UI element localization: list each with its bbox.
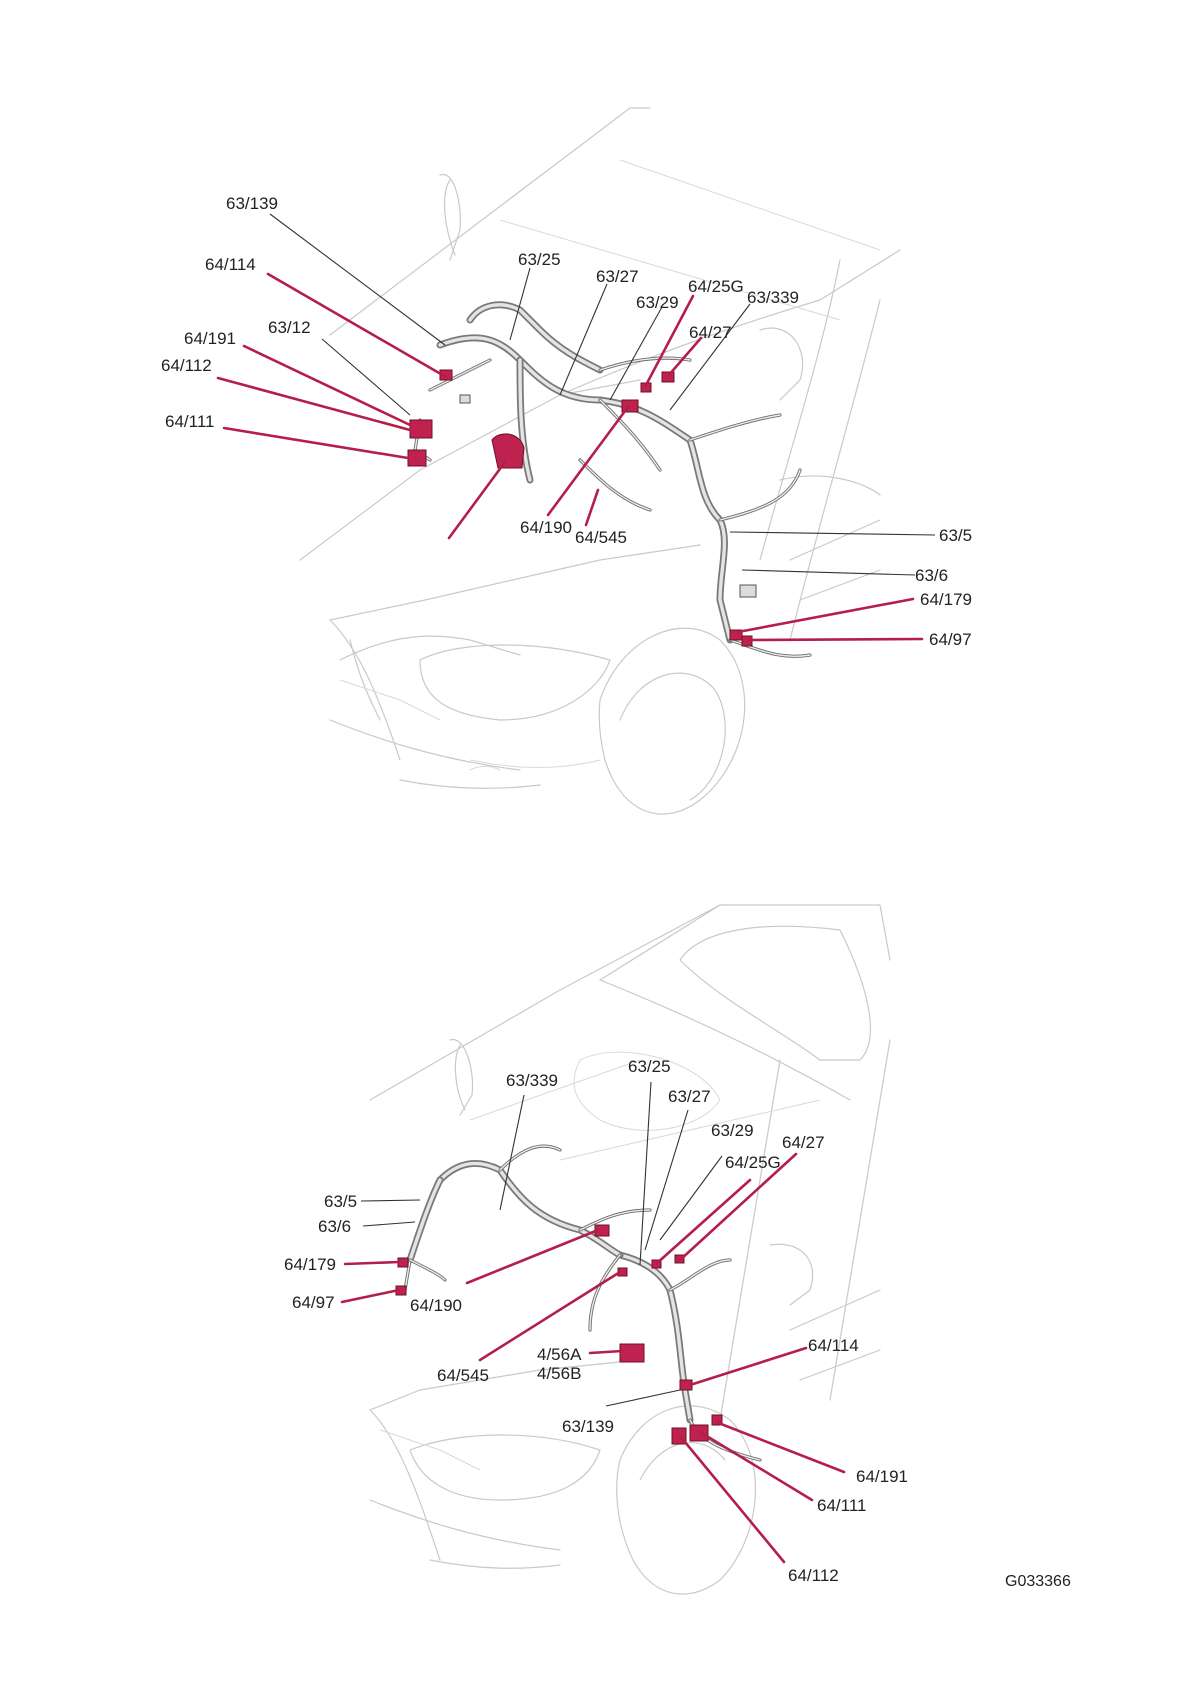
label-64-25g: 64/25G bbox=[688, 277, 744, 296]
label-63-12: 63/12 bbox=[268, 318, 311, 337]
car-body-outline-bottom bbox=[370, 905, 890, 1594]
leaders-top bbox=[218, 214, 935, 640]
connector-64-111-top bbox=[408, 450, 426, 466]
connector-64-111-bottom bbox=[690, 1425, 708, 1441]
label-64-112: 64/112 bbox=[161, 356, 212, 375]
label-64-25g-b: 64/25G bbox=[725, 1153, 781, 1172]
label-63-25: 63/25 bbox=[518, 250, 561, 269]
label-64-27: 64/27 bbox=[689, 323, 732, 342]
connectors-top bbox=[408, 370, 756, 646]
connector-63-12-top bbox=[460, 395, 470, 403]
label-4-56a-b: 4/56A bbox=[537, 1345, 582, 1364]
label-63-5-b: 63/5 bbox=[324, 1192, 357, 1211]
label-64-545: 64/545 bbox=[575, 528, 627, 547]
label-63-139-b: 63/139 bbox=[562, 1417, 614, 1436]
label-64-545-b: 64/545 bbox=[437, 1366, 489, 1385]
reference-code: G033366 bbox=[1005, 1573, 1071, 1590]
labels-bottom: 63/25 63/339 63/27 63/29 64/27 64/25G 63… bbox=[284, 1057, 908, 1585]
label-64-112-b: 64/112 bbox=[788, 1566, 839, 1585]
label-63-339-b: 63/339 bbox=[506, 1071, 558, 1090]
label-4-56b-b: 4/56B bbox=[537, 1364, 581, 1383]
label-64-191-b: 64/191 bbox=[856, 1467, 908, 1486]
label-64-114: 64/114 bbox=[205, 255, 256, 274]
label-64-27-b: 64/27 bbox=[782, 1133, 825, 1152]
label-64-111-b: 64/111 bbox=[817, 1496, 866, 1515]
label-63-25-b: 63/25 bbox=[628, 1057, 671, 1076]
label-64-111: 64/111 bbox=[165, 412, 214, 431]
label-64-179: 64/179 bbox=[920, 590, 972, 609]
label-63-6: 63/6 bbox=[915, 566, 948, 585]
label-63-6-b: 63/6 bbox=[318, 1217, 351, 1236]
label-64-179-b: 64/179 bbox=[284, 1255, 336, 1274]
label-63-27-b: 63/27 bbox=[668, 1087, 711, 1106]
connectors-bottom bbox=[396, 1225, 722, 1444]
label-63-339: 63/339 bbox=[747, 288, 799, 307]
label-63-27: 63/27 bbox=[596, 267, 639, 286]
label-64-191: 64/191 bbox=[184, 329, 236, 348]
label-64-97-b: 64/97 bbox=[292, 1293, 335, 1312]
label-64-114-b: 64/114 bbox=[808, 1336, 859, 1355]
connector-4-56-top bbox=[492, 434, 524, 468]
label-63-29-b: 63/29 bbox=[711, 1121, 754, 1140]
car-body-outline-top bbox=[300, 108, 900, 814]
connector-64-112-top bbox=[410, 420, 432, 438]
wiring-harness-top bbox=[415, 305, 810, 657]
label-63-5: 63/5 bbox=[939, 526, 972, 545]
bottom-view: 63/25 63/339 63/27 63/29 64/27 64/25G 63… bbox=[284, 905, 908, 1594]
label-64-190: 64/190 bbox=[520, 518, 572, 537]
label-63-29: 63/29 bbox=[636, 293, 679, 312]
connector-4-56a-bottom bbox=[620, 1344, 644, 1362]
top-view: 63/139 64/114 63/25 63/27 64/25G 63/339 … bbox=[161, 108, 972, 814]
label-64-97: 64/97 bbox=[929, 630, 972, 649]
connector-63-6-top bbox=[740, 585, 756, 597]
label-64-190-b: 64/190 bbox=[410, 1296, 462, 1315]
label-63-139: 63/139 bbox=[226, 194, 278, 213]
